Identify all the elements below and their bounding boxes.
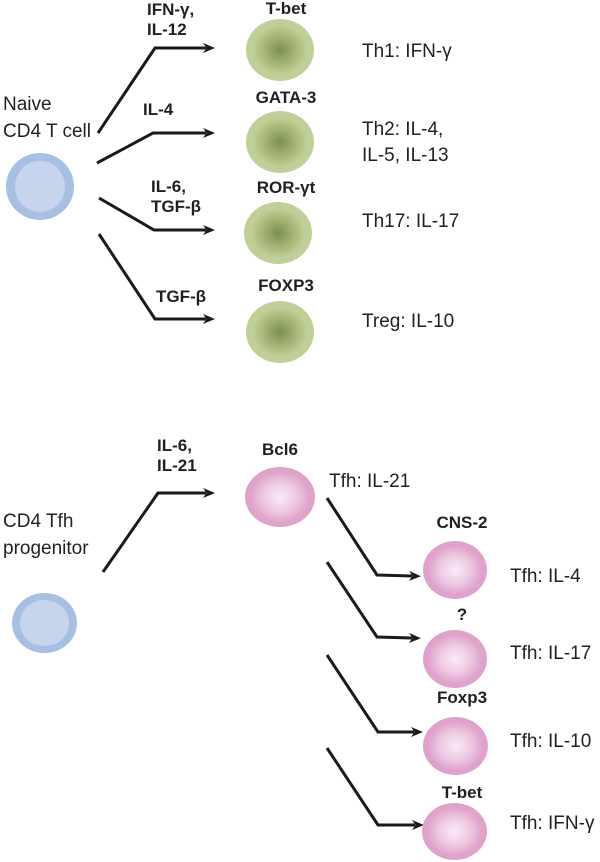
naive-cd4-cell-nucleus xyxy=(14,161,66,212)
tfh-il10-cell xyxy=(423,717,488,775)
factor-rorgt: ROR-γt xyxy=(256,178,316,197)
stimulus-th2: IL-4 xyxy=(143,100,174,119)
outcome-th17: Th17: IL-17 xyxy=(362,211,460,232)
tfh-ifng-cell xyxy=(422,803,487,860)
arrow-naive-to-th1 xyxy=(96,43,215,134)
arrow-tfh-to-tfh-ifng xyxy=(325,747,424,830)
outcome-tfh-il4: Tfh: IL-4 xyxy=(510,566,581,587)
arrow-naive-to-th17 xyxy=(98,196,215,235)
stimulus-treg: TGF-β xyxy=(156,287,207,306)
outcome-th1: Th1: IFN-γ xyxy=(362,41,452,62)
factor-foxp3-tfh: Foxp3 xyxy=(436,688,488,707)
naive-cd4-cell xyxy=(6,153,74,220)
th2-cell xyxy=(246,111,314,173)
arrow-naive-to-th2 xyxy=(96,128,215,165)
outcome-tfh-ifng: Tfh: IFN-γ xyxy=(510,813,595,834)
treg-cell xyxy=(246,301,314,363)
factor-gata3: GATA-3 xyxy=(255,88,317,107)
tfh-cell xyxy=(245,467,315,527)
stimulus-tfh: IL-6, IL-21 xyxy=(157,436,197,475)
factor-foxp3: FOXP3 xyxy=(258,276,314,295)
outcome-treg: Treg: IL-10 xyxy=(362,311,455,332)
th17-cell xyxy=(244,202,312,264)
naive-cd4-source-label: Naive CD4 T cell xyxy=(3,94,91,142)
factor-unknown: ? xyxy=(456,605,468,624)
factor-cns2: CNS-2 xyxy=(436,513,488,532)
tfh-il17-cell xyxy=(423,630,487,688)
outcome-tfh-il17: Tfh: IL-17 xyxy=(510,643,592,664)
arrow-tfh-to-tfh-il4 xyxy=(325,497,421,581)
outcome-th2: Th2: IL-4, IL-5, IL-13 xyxy=(362,119,449,166)
outcome-tfh: Tfh: IL-21 xyxy=(329,471,411,492)
arrow-naive-to-treg xyxy=(97,233,215,324)
arrow-tfh-to-tfh-il10 xyxy=(325,654,423,737)
tfh-progenitor-cell-nucleus xyxy=(20,600,69,646)
arrow-tfh-to-tfh-il17 xyxy=(325,561,421,643)
stimulus-th1: IFN-γ, IL-12 xyxy=(147,0,195,39)
th1-cell xyxy=(246,19,314,81)
factor-bcl6: Bcl6 xyxy=(262,440,298,459)
factor-tbet: T-bet xyxy=(265,0,307,18)
stimulus-th17: IL-6, TGF-β xyxy=(151,177,202,216)
tfh-progenitor-source-label: CD4 Tfh progenitor xyxy=(3,511,89,559)
arrow-progenitor-to-tfh xyxy=(101,488,215,573)
outcome-tfh-il10: Tfh: IL-10 xyxy=(510,731,592,752)
factor-tbet-tfh: T-bet xyxy=(441,783,483,802)
tfh-il4-cell xyxy=(423,541,487,599)
tfh-progenitor-cell xyxy=(12,593,77,653)
